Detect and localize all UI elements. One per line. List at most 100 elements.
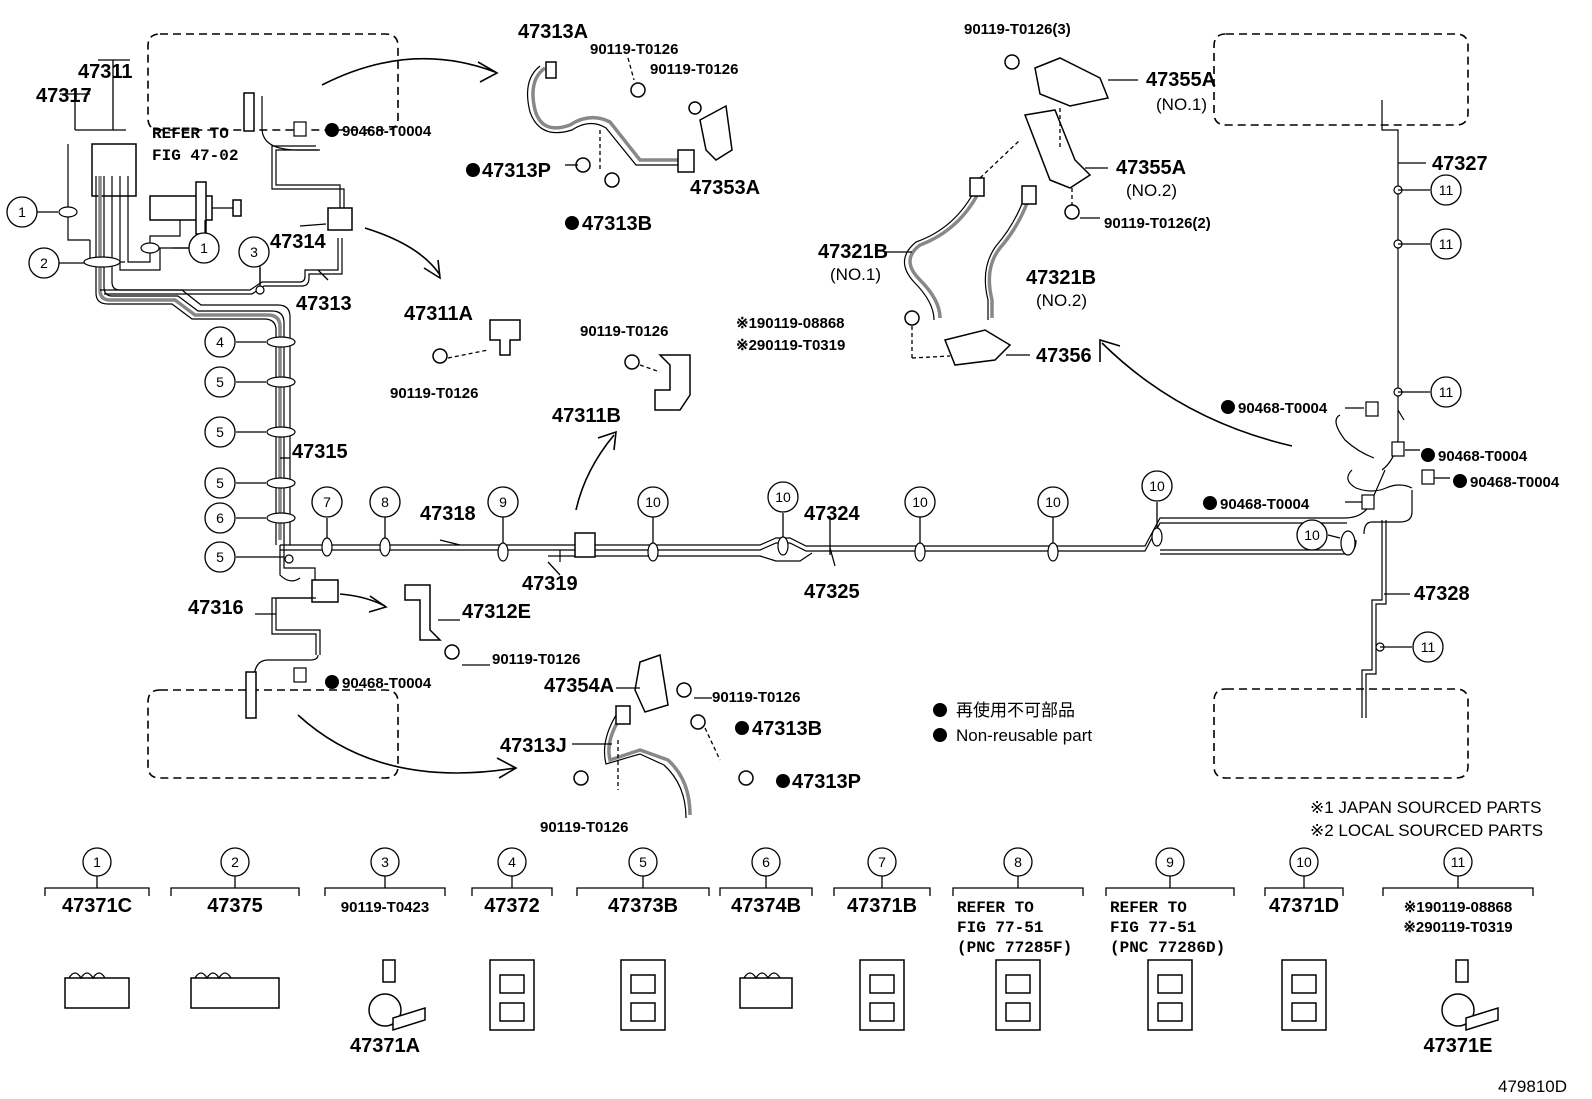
clamp-bracket (833, 887, 931, 896)
clamp-number: 11 (1451, 854, 1466, 870)
callout-circle (904, 486, 936, 518)
label-47316: 47316 (188, 597, 244, 619)
callout-number: 8 (381, 494, 389, 510)
nonreusable-dot (735, 721, 749, 735)
callout-9: 9 (487, 486, 519, 518)
clamp-part-number: REFER TO (957, 899, 1034, 917)
callout-10: 10 (767, 481, 799, 513)
clamp-part-number: ※190119-08868 (1404, 899, 1513, 916)
label-90119-313J: 90119-T0126 (540, 819, 628, 836)
label-47325: 47325 (804, 581, 860, 603)
note-local-sourced: ※2 LOCAL SOURCED PARTS (1310, 821, 1543, 840)
callout-number: 10 (912, 494, 928, 510)
clip-90468-r1 (1365, 401, 1379, 417)
label-47312E: 47312E (462, 601, 531, 623)
callout-number: 10 (1149, 478, 1165, 494)
clamp-illustration (368, 959, 426, 1032)
label-refer-to: REFER TO (152, 125, 229, 143)
label-90119-355A-top: 90119-T0126(3) (964, 21, 1071, 38)
label-47313P-bottom: 47313P (792, 771, 861, 793)
clip-90468-r2 (1391, 441, 1405, 457)
clip-90468-top-left (293, 121, 307, 137)
label-90468-r3: 90468-T0004 (1470, 474, 1560, 491)
nonreusable-dot (466, 163, 480, 177)
callout-number: 6 (216, 510, 224, 526)
nonreusable-dot (1453, 474, 1467, 488)
callout-2: 2 (28, 247, 60, 279)
callout-number: 11 (1439, 182, 1454, 198)
callout-4: 4 (204, 326, 236, 358)
label-47321B-2-sub: (NO.2) (1036, 291, 1087, 310)
callout-10: 10 (637, 486, 669, 518)
callout-circle (204, 502, 236, 534)
callout-10: 10 (1141, 470, 1173, 502)
callout-circle (188, 232, 220, 264)
clamp-number: 7 (878, 854, 886, 870)
label-47355A-2: 47355A (1116, 157, 1186, 179)
clip-90468-r4 (1361, 494, 1375, 510)
callout-number: 5 (216, 424, 224, 440)
clamp-number: 4 (508, 854, 516, 870)
label-47319: 47319 (522, 573, 578, 595)
label-90119-312E: 90119-T0126 (492, 651, 580, 668)
callout-circle (637, 486, 669, 518)
part-47355A-brackets (979, 54, 1110, 220)
legend-dot-jp (933, 703, 947, 717)
callout-circle (204, 541, 236, 573)
clamp-line2: FIG 77-51 (1110, 919, 1196, 937)
clamp-illustration (739, 972, 793, 1009)
clamp-line3: (PNC 77285F) (957, 939, 1072, 957)
callout-11: 11 (1412, 631, 1444, 663)
nonreusable-dot (1421, 448, 1435, 462)
callout-circle (487, 486, 519, 518)
diagram-id: 479810D (1498, 1077, 1567, 1096)
clamp-line2: ※290119-T0319 (1403, 919, 1512, 936)
clamp-illustration (190, 972, 280, 1009)
clamp-bottom-part-number: 47371A (350, 1035, 420, 1057)
clamp-bracket (1382, 887, 1534, 896)
callout-circle (1412, 631, 1444, 663)
label-47317: 47317 (36, 85, 92, 107)
callout-number: 10 (1045, 494, 1061, 510)
clamp-bracket (1264, 887, 1344, 896)
clamp-bracket (44, 887, 150, 896)
nonreusable-dot (1221, 400, 1235, 414)
clamp-number: 1 (93, 854, 101, 870)
clamp-part-number: 47372 (484, 895, 540, 917)
clamp-part-number: 47371C (62, 895, 132, 917)
callout-circle (204, 326, 236, 358)
label-47327: 47327 (1432, 153, 1488, 175)
clamp-number: 2 (231, 854, 239, 870)
top-right-ref-box (1213, 33, 1469, 126)
label-47314: 47314 (270, 231, 326, 253)
label-47356: 47356 (1036, 345, 1092, 367)
clamp-illustration (1441, 959, 1499, 1032)
label-47313P-top: 47313P (482, 160, 551, 182)
line-clamps (58, 185, 1403, 652)
clamp-number: 9 (1166, 854, 1174, 870)
callout-10: 10 (1296, 519, 1328, 551)
callout-circle (6, 196, 38, 228)
part-47311B-bracket (624, 354, 691, 411)
label-90119-354A: 90119-T0126 (712, 689, 800, 706)
arrow-to-47311A (364, 227, 441, 280)
callout-number: 5 (216, 549, 224, 565)
callout-10: 10 (1037, 486, 1069, 518)
label-ref1-08868: ※190119-08868 (736, 315, 845, 332)
label-90119-355A-2: 90119-T0126(2) (1104, 215, 1211, 232)
clamp-number: 10 (1296, 854, 1312, 870)
callout-7: 7 (311, 486, 343, 518)
callout-3: 3 (238, 236, 270, 268)
top-left-ref-box (147, 33, 399, 131)
clamp-part-number: 90119-T0423 (341, 899, 429, 916)
nonreusable-dot (325, 123, 339, 137)
clamp-line2: FIG 77-51 (957, 919, 1043, 937)
label-90468-top-left: 90468-T0004 (342, 123, 432, 140)
label-47313B-bottom: 47313B (752, 718, 822, 740)
label-90119-311A: 90119-T0126 (390, 385, 478, 402)
